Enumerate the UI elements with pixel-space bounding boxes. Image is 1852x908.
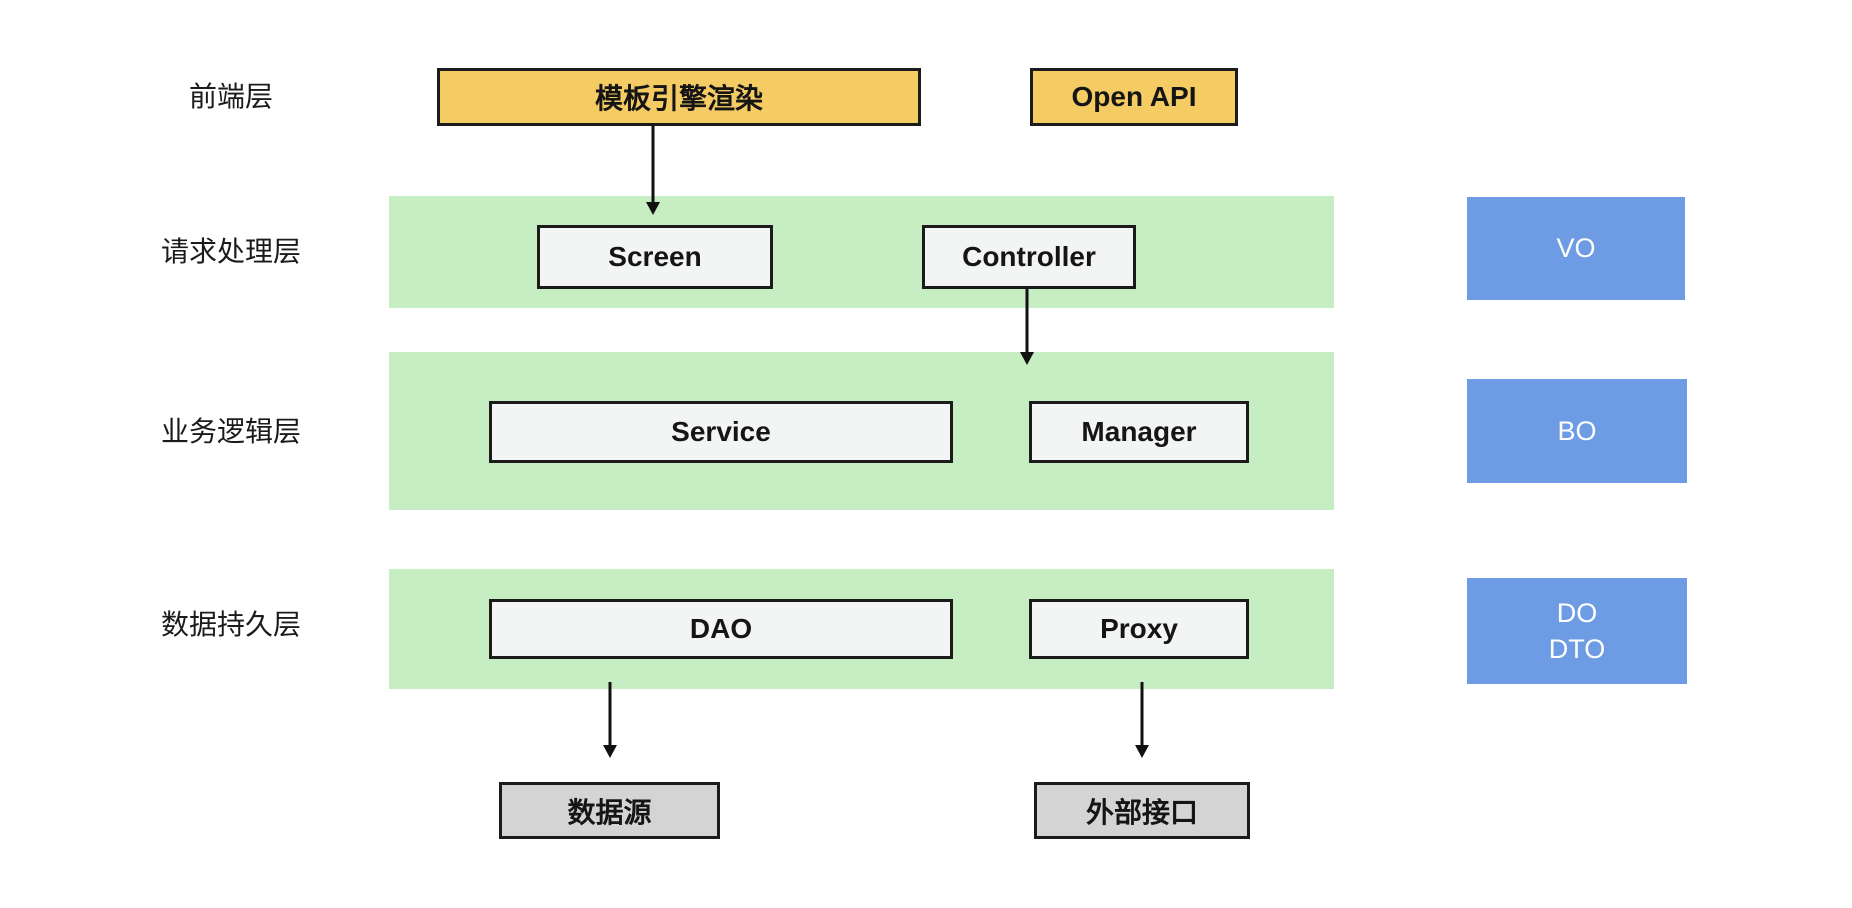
vobox-bo: BO <box>1467 379 1687 483</box>
vobox-do-label: DO <box>1556 597 1598 628</box>
arrow-head-icon <box>1020 352 1034 365</box>
layer-label-business: 业务逻辑层 <box>160 416 301 447</box>
node-dao: DAO <box>489 599 953 659</box>
node-data-source: 数据源 <box>499 782 720 839</box>
layer-label-frontend: 前端层 <box>188 81 273 112</box>
node-external-interface: 外部接口 <box>1034 782 1250 839</box>
node-service: Service <box>489 401 953 463</box>
arrow-proxy-to-external-interface <box>1135 682 1149 758</box>
layer-label-persistence: 数据持久层 <box>160 609 301 640</box>
arrow-shaft <box>1140 682 1144 748</box>
band-request-layer <box>389 196 1334 308</box>
vobox-bo-label: BO <box>1557 415 1597 446</box>
arrow-controller-to-manager <box>1020 289 1034 365</box>
vobox-vo: VO <box>1467 197 1685 300</box>
node-manager: Manager <box>1029 401 1249 463</box>
vobox-do-dto: DO DTO <box>1467 578 1687 684</box>
arrow-template-engine-to-screen <box>646 126 660 215</box>
node-controller: Controller <box>922 225 1136 289</box>
node-screen: Screen <box>537 225 773 289</box>
node-template-engine: 模板引擎渲染 <box>437 68 921 126</box>
arrow-head-icon <box>1135 745 1149 758</box>
node-open-api: Open API <box>1030 68 1238 126</box>
layer-label-request: 请求处理层 <box>160 236 301 267</box>
arrow-shaft <box>651 126 655 205</box>
vobox-vo-label: VO <box>1556 233 1596 264</box>
arrow-head-icon <box>646 202 660 215</box>
arrow-shaft <box>608 682 612 748</box>
arrow-dao-to-data-source <box>603 682 617 758</box>
arrow-shaft <box>1025 289 1029 355</box>
vobox-dto-label: DTO <box>1548 634 1606 664</box>
node-proxy: Proxy <box>1029 599 1249 659</box>
arrow-head-icon <box>603 745 617 758</box>
